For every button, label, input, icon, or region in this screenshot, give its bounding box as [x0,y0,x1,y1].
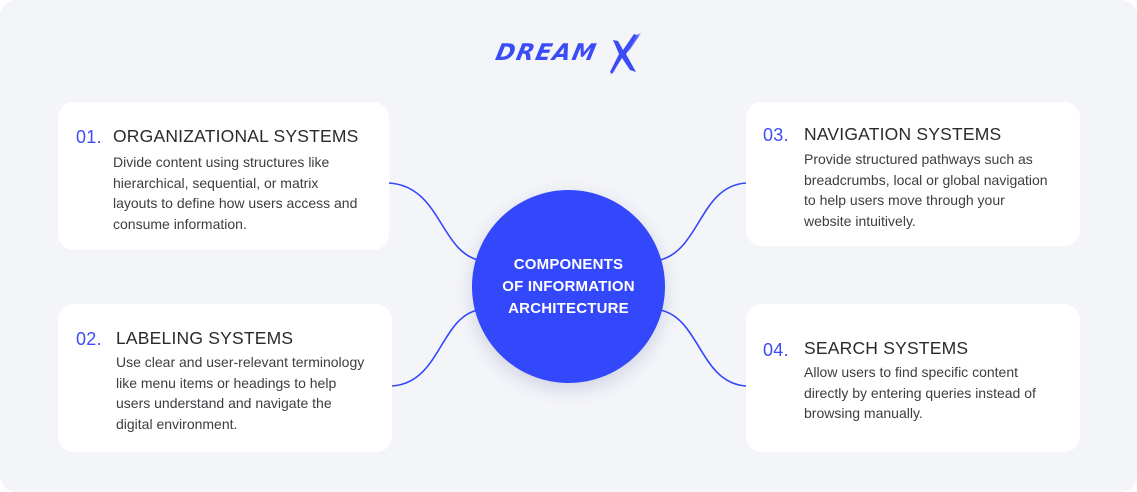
description-line: Use clear and user-relevant terminology [116,354,365,370]
description-line: Provide structured pathways such as [804,151,1033,167]
description-line: to help users move through your [804,192,1005,208]
card-number: 02. [76,329,102,349]
component-card-search: 04. SEARCH SYSTEMS Allow users to find s… [746,304,1080,452]
description-line: Allow users to find specific content [804,364,1018,380]
card-title: ORGANIZATIONAL SYSTEMS [113,126,359,146]
card-description: Provide structured pathways such as brea… [804,149,1048,231]
description-line: layouts to define how users access and [113,195,358,211]
description-line: users understand and navigate the [116,395,332,411]
connector-02 [391,309,479,387]
dreamx-logo: DREAM [493,32,646,80]
card-title: NAVIGATION SYSTEMS [804,124,1002,144]
card-description: Allow users to find specific content dir… [804,362,1036,424]
connector-04 [659,309,747,387]
card-description: Use clear and user-relevant terminology … [116,352,364,434]
card-number: 01. [76,127,102,147]
card-description: Divide content using structures like hie… [113,152,357,234]
description-line: Divide content using structures like [113,154,330,170]
logo-x-mark-icon [609,33,641,76]
description-line: directly by entering queries instead of [804,384,1036,401]
card-title: SEARCH SYSTEMS [804,338,969,358]
description-line: browsing manually. [804,405,923,421]
description-line: like menu items or headings to help [116,374,337,391]
description-line: breadcrumbs, local or global navigation [804,171,1048,188]
connector-01 [388,182,479,261]
description-line: website intuitively. [804,212,916,229]
connector-03 [659,182,747,261]
central-hub-circle: COMPONENTS OF INFORMATION ARCHITECTURE [472,190,665,383]
description-line: digital environment. [116,415,238,432]
hub-title-line: COMPONENTS [513,255,624,273]
card-number: 03. [763,125,789,145]
card-number: 04. [763,340,789,360]
component-card-navigation: 03. NAVIGATION SYSTEMS Provide structure… [746,102,1080,246]
hub-title: COMPONENTS OF INFORMATION ARCHITECTURE [502,254,635,320]
component-card-labeling: 02. LABELING SYSTEMS Use clear and user-… [58,304,392,452]
card-title: LABELING SYSTEMS [116,328,294,348]
hub-title-line: ARCHITECTURE [508,299,629,317]
description-line: consume information. [113,215,247,232]
description-line: hierarchical, sequential, or matrix [113,174,319,191]
hub-title-line: OF INFORMATION [502,277,635,295]
component-card-organizational: 01. ORGANIZATIONAL SYSTEMS Divide conten… [58,102,389,250]
